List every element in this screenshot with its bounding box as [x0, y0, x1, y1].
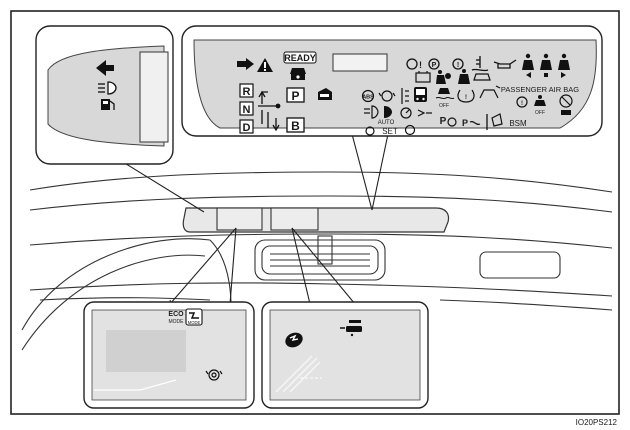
- seat-position-arrows: [526, 72, 566, 78]
- brake-hold-icon: [378, 90, 396, 102]
- ready-indicator: READY: [284, 53, 316, 63]
- svg-text:!: !: [457, 62, 459, 69]
- set-label: SET: [382, 127, 398, 136]
- brake-circle-icon: !: [452, 58, 464, 70]
- abs-icon: ABS: [361, 89, 374, 103]
- figure-code: IO20PS212: [576, 418, 618, 427]
- turn-arrow-left-icon: [96, 60, 114, 76]
- car-slip-icon: [479, 85, 501, 99]
- ev-drive-icon: [285, 332, 303, 348]
- pcs-p-icon: P: [440, 116, 457, 127]
- ev-mode-line2: MODE: [188, 320, 201, 325]
- tire-pressure-icon-2: !: [516, 96, 528, 108]
- cruise-icon: [400, 107, 412, 119]
- key-icon: [290, 68, 306, 80]
- auto-label: AUTO: [378, 120, 395, 126]
- brake-warning-icon: !: [406, 58, 422, 70]
- airbag-off-icon: [534, 95, 546, 106]
- oil-pressure-icon: [493, 59, 517, 69]
- svg-text:!: !: [419, 60, 422, 70]
- gear-indicator-group: R N D P B: [239, 83, 305, 134]
- bottom-left-callout-panel: ECO MODE MODE: [83, 301, 255, 409]
- diagonal-stripes: [275, 355, 321, 393]
- gear-b-label: B: [291, 119, 300, 133]
- seat-icon: [318, 88, 332, 100]
- gear-p-label: P: [291, 89, 299, 103]
- no-passenger-icon: [559, 94, 573, 115]
- gear-n-label: N: [243, 104, 251, 116]
- seatbelt-icon-3: [558, 53, 570, 70]
- passenger-airbag-label: PASSENGER AIR BAG: [501, 85, 579, 94]
- left-screen: [216, 207, 263, 231]
- small-display-window: [332, 53, 388, 72]
- outer-frame: [10, 10, 620, 415]
- warning-triangle-icon: [257, 58, 273, 72]
- gear-d-label: D: [243, 122, 251, 134]
- car-outline-icon: [473, 73, 491, 81]
- steering-assist-icon: [205, 369, 223, 381]
- svg-text:ABS: ABS: [362, 95, 374, 101]
- dot-matrix-screen: [106, 330, 186, 372]
- fuel-pump-icon: [101, 99, 115, 110]
- bsm-mirror-icon: [491, 113, 503, 127]
- dashboard-drawing: [21, 171, 613, 381]
- right-screen: [270, 207, 319, 231]
- headlight-icon: [98, 81, 117, 95]
- coolant-temp-icon-bottom: [340, 320, 362, 337]
- airbag-icon: [436, 70, 451, 84]
- eco-mode-line2: MODE: [169, 319, 185, 325]
- lane-icon: [417, 109, 432, 117]
- svg-text:P: P: [462, 118, 468, 128]
- svg-text:!: !: [465, 95, 467, 101]
- steering-warning-icon: [365, 126, 375, 136]
- ev-mode-icon: MODE: [185, 308, 203, 326]
- top-left-callout-panel: [35, 25, 174, 165]
- gear-r-label: R: [243, 86, 251, 98]
- coolant-temp-icon: [471, 56, 489, 72]
- headlight-leveling-icon: [401, 88, 409, 104]
- parking-assist-icon: P: [462, 118, 481, 128]
- battery-icon: [415, 71, 431, 83]
- pcs-warning-icon: [414, 87, 427, 102]
- bottom-right-callout-panel: [261, 301, 429, 409]
- airbag-off-label: OFF: [535, 110, 545, 116]
- slip-icon: [435, 88, 455, 100]
- svg-text:P: P: [440, 116, 447, 127]
- fog-lamp-icon: [364, 105, 379, 119]
- top-right-callout-panel: READY R N D P B: [181, 25, 603, 137]
- slip-off-label: OFF: [439, 103, 449, 109]
- auto-headlight-icon: [384, 106, 392, 118]
- seatbelt-warning-icon: [458, 69, 470, 84]
- tire-pressure-icon: !: [457, 89, 475, 103]
- seatbelt-icon-1: [522, 53, 534, 70]
- ready-indicator-box: [283, 51, 317, 64]
- turn-arrow-right-icon: [237, 58, 254, 70]
- svg-text:P: P: [432, 62, 437, 69]
- center-display-housing: [182, 207, 450, 233]
- speed-limiter-icon: [404, 124, 416, 136]
- callout-lines-bottom: [169, 227, 356, 305]
- svg-text:!: !: [521, 101, 523, 107]
- eco-mode-line1: ECO: [168, 311, 184, 318]
- parking-brake-icon: P: [428, 58, 440, 70]
- seatbelt-icon-2: [540, 53, 552, 70]
- bsm-label: BSM: [509, 119, 527, 128]
